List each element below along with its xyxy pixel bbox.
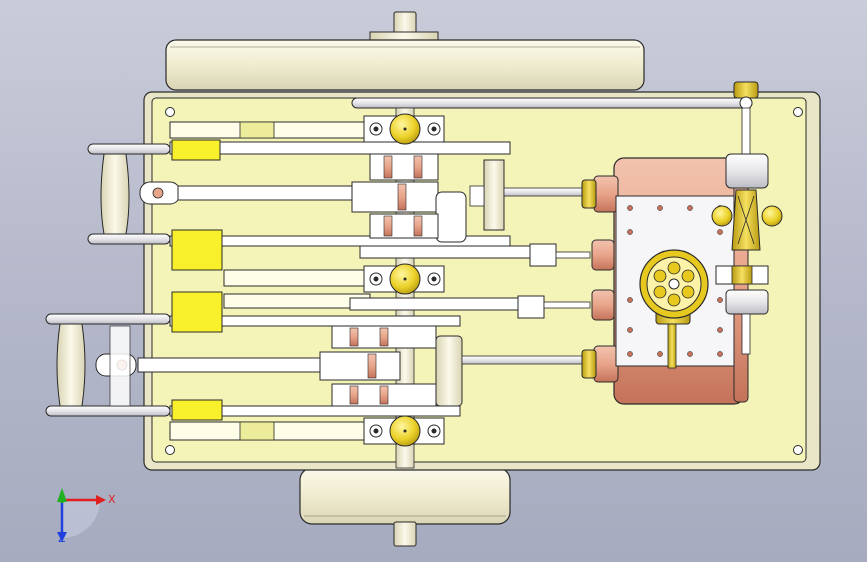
eccentric-rods [349, 243, 591, 319]
top-belt-link [351, 81, 759, 157]
top-flywheel [165, 11, 645, 91]
axis-triad [57, 488, 106, 542]
yellow-blocks [171, 139, 223, 421]
lower-rocker-frame [45, 313, 171, 417]
governor [711, 153, 783, 355]
lower-crank-assembly [319, 325, 463, 407]
upper-rocker-frame [87, 143, 181, 245]
axis-x-label: X [108, 493, 116, 506]
throttle-wheel [639, 249, 709, 369]
crank-bearings [363, 113, 445, 447]
bottom-flywheel [299, 467, 511, 547]
axis-z-label: Z [58, 532, 66, 545]
horizontal-links [137, 121, 511, 441]
upper-crank-assembly [351, 153, 505, 243]
